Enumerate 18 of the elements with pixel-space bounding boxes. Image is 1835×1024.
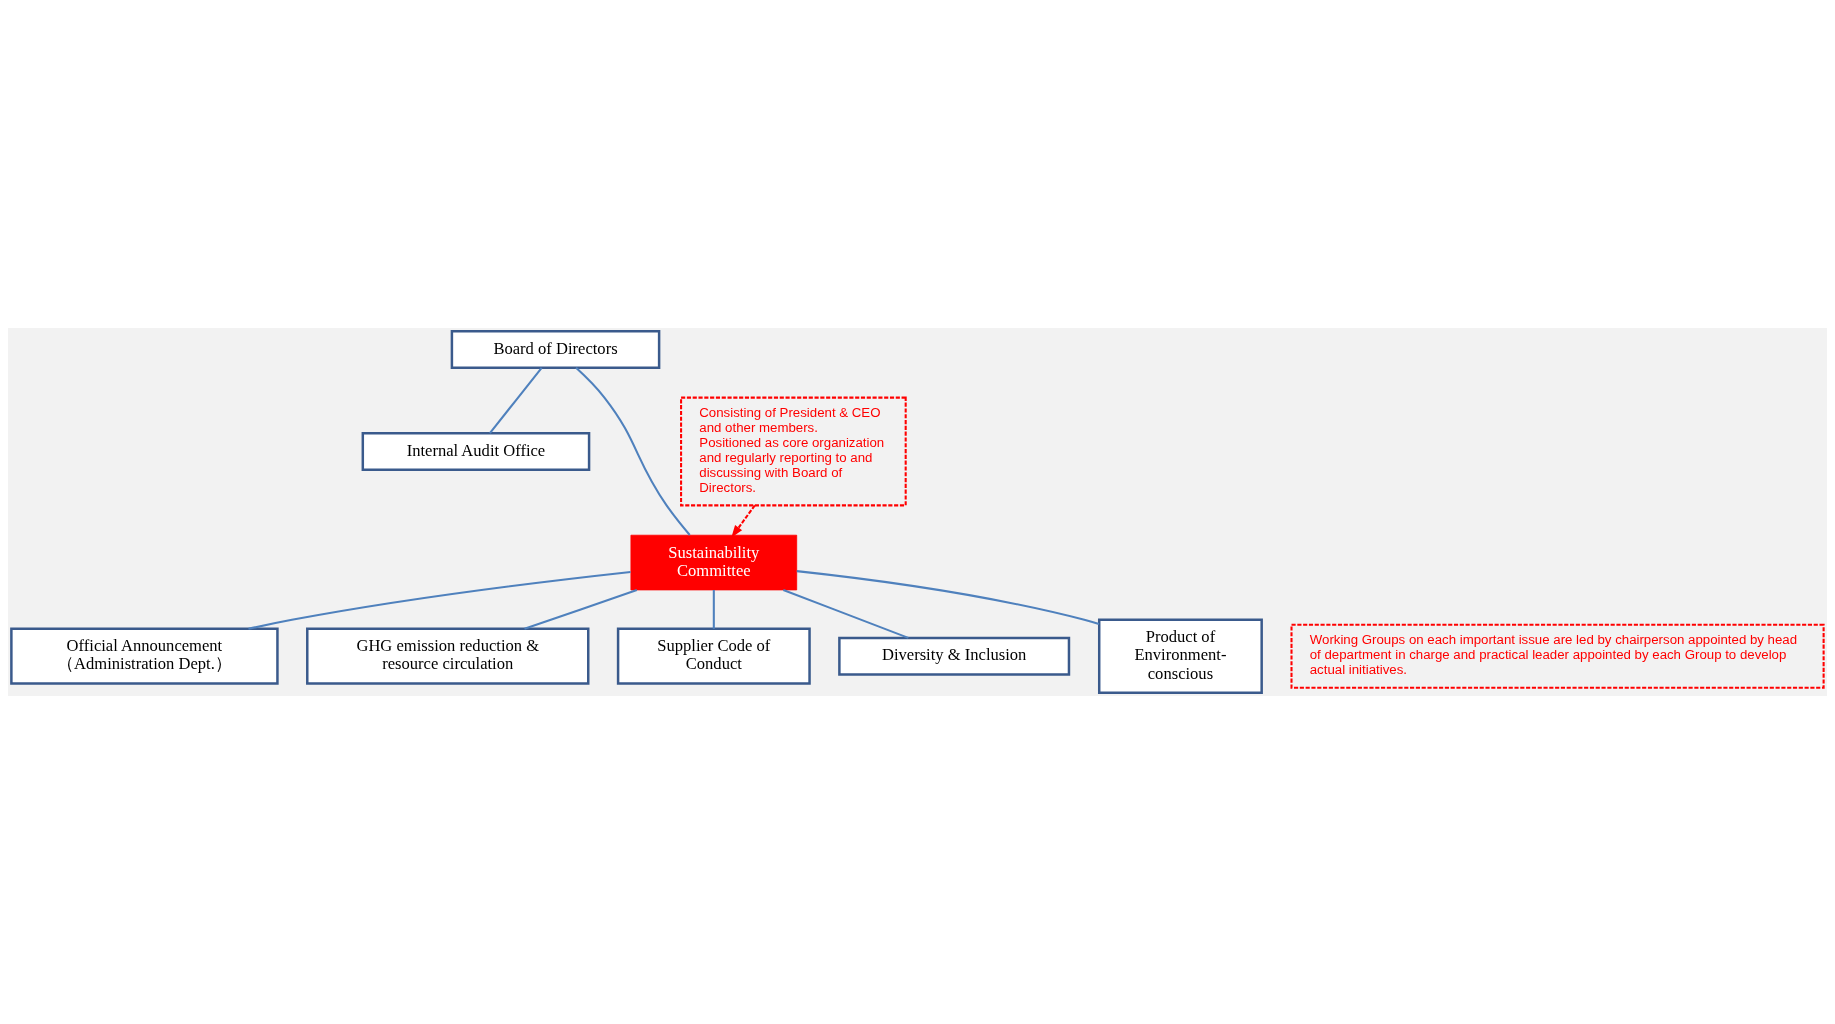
connector: [712, 590, 715, 629]
connector: [248, 570, 631, 630]
node-box: Internal Audit Office: [361, 432, 591, 471]
node-box: GHG emission reduction & resource circulation: [306, 627, 590, 685]
node-box: Working Groups on each important issue are led by chairperson appointed by head of department in charge and practical leader appointed by each Group to develop actual initiatives.: [1290, 623, 1825, 689]
connector: [489, 367, 543, 434]
node-box: Diversity & Inclusion: [838, 636, 1071, 676]
arrow: [731, 504, 756, 538]
node-box: Official Announcement （Administration Dept.）: [10, 627, 279, 685]
node-box: Sustainability Committee: [630, 534, 798, 591]
connector: [782, 589, 909, 639]
node-box: Board of Directors: [450, 330, 661, 370]
node-box: Consisting of President & CEO and other members. Positioned as core organization and regularly reporting to and discussing with Board of Directors.: [680, 396, 907, 507]
connector: [575, 367, 691, 536]
connector: [796, 570, 1100, 625]
node-box: Product of Environment-conscious: [1097, 618, 1263, 694]
connector: [524, 589, 638, 630]
node-box: Supplier Code of Conduct: [616, 627, 811, 685]
